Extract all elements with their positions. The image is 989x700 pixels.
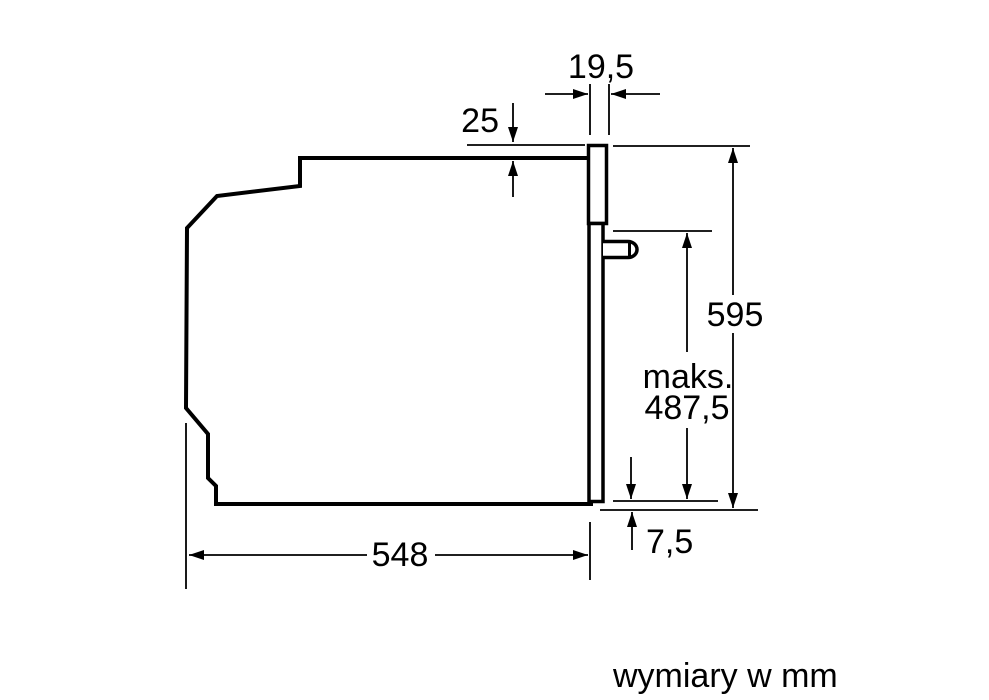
dim-max-height-prefix: maks. <box>643 358 734 396</box>
door-handle <box>603 239 639 260</box>
dim-max-height-label: 487,5 <box>644 389 729 427</box>
oven-door <box>587 221 605 504</box>
units-note: wymiary w mm <box>612 657 838 695</box>
dim-depth-label: 548 <box>372 536 429 574</box>
control-panel <box>586 143 609 226</box>
oven-body-outline <box>183 156 593 506</box>
dim-bottom-clearance-label: 7,5 <box>646 523 693 561</box>
dim-panel-thickness-label: 19,5 <box>568 48 634 86</box>
dim-top-clearance-label: 25 <box>461 102 499 140</box>
dim-total-height-label: 595 <box>707 296 764 334</box>
